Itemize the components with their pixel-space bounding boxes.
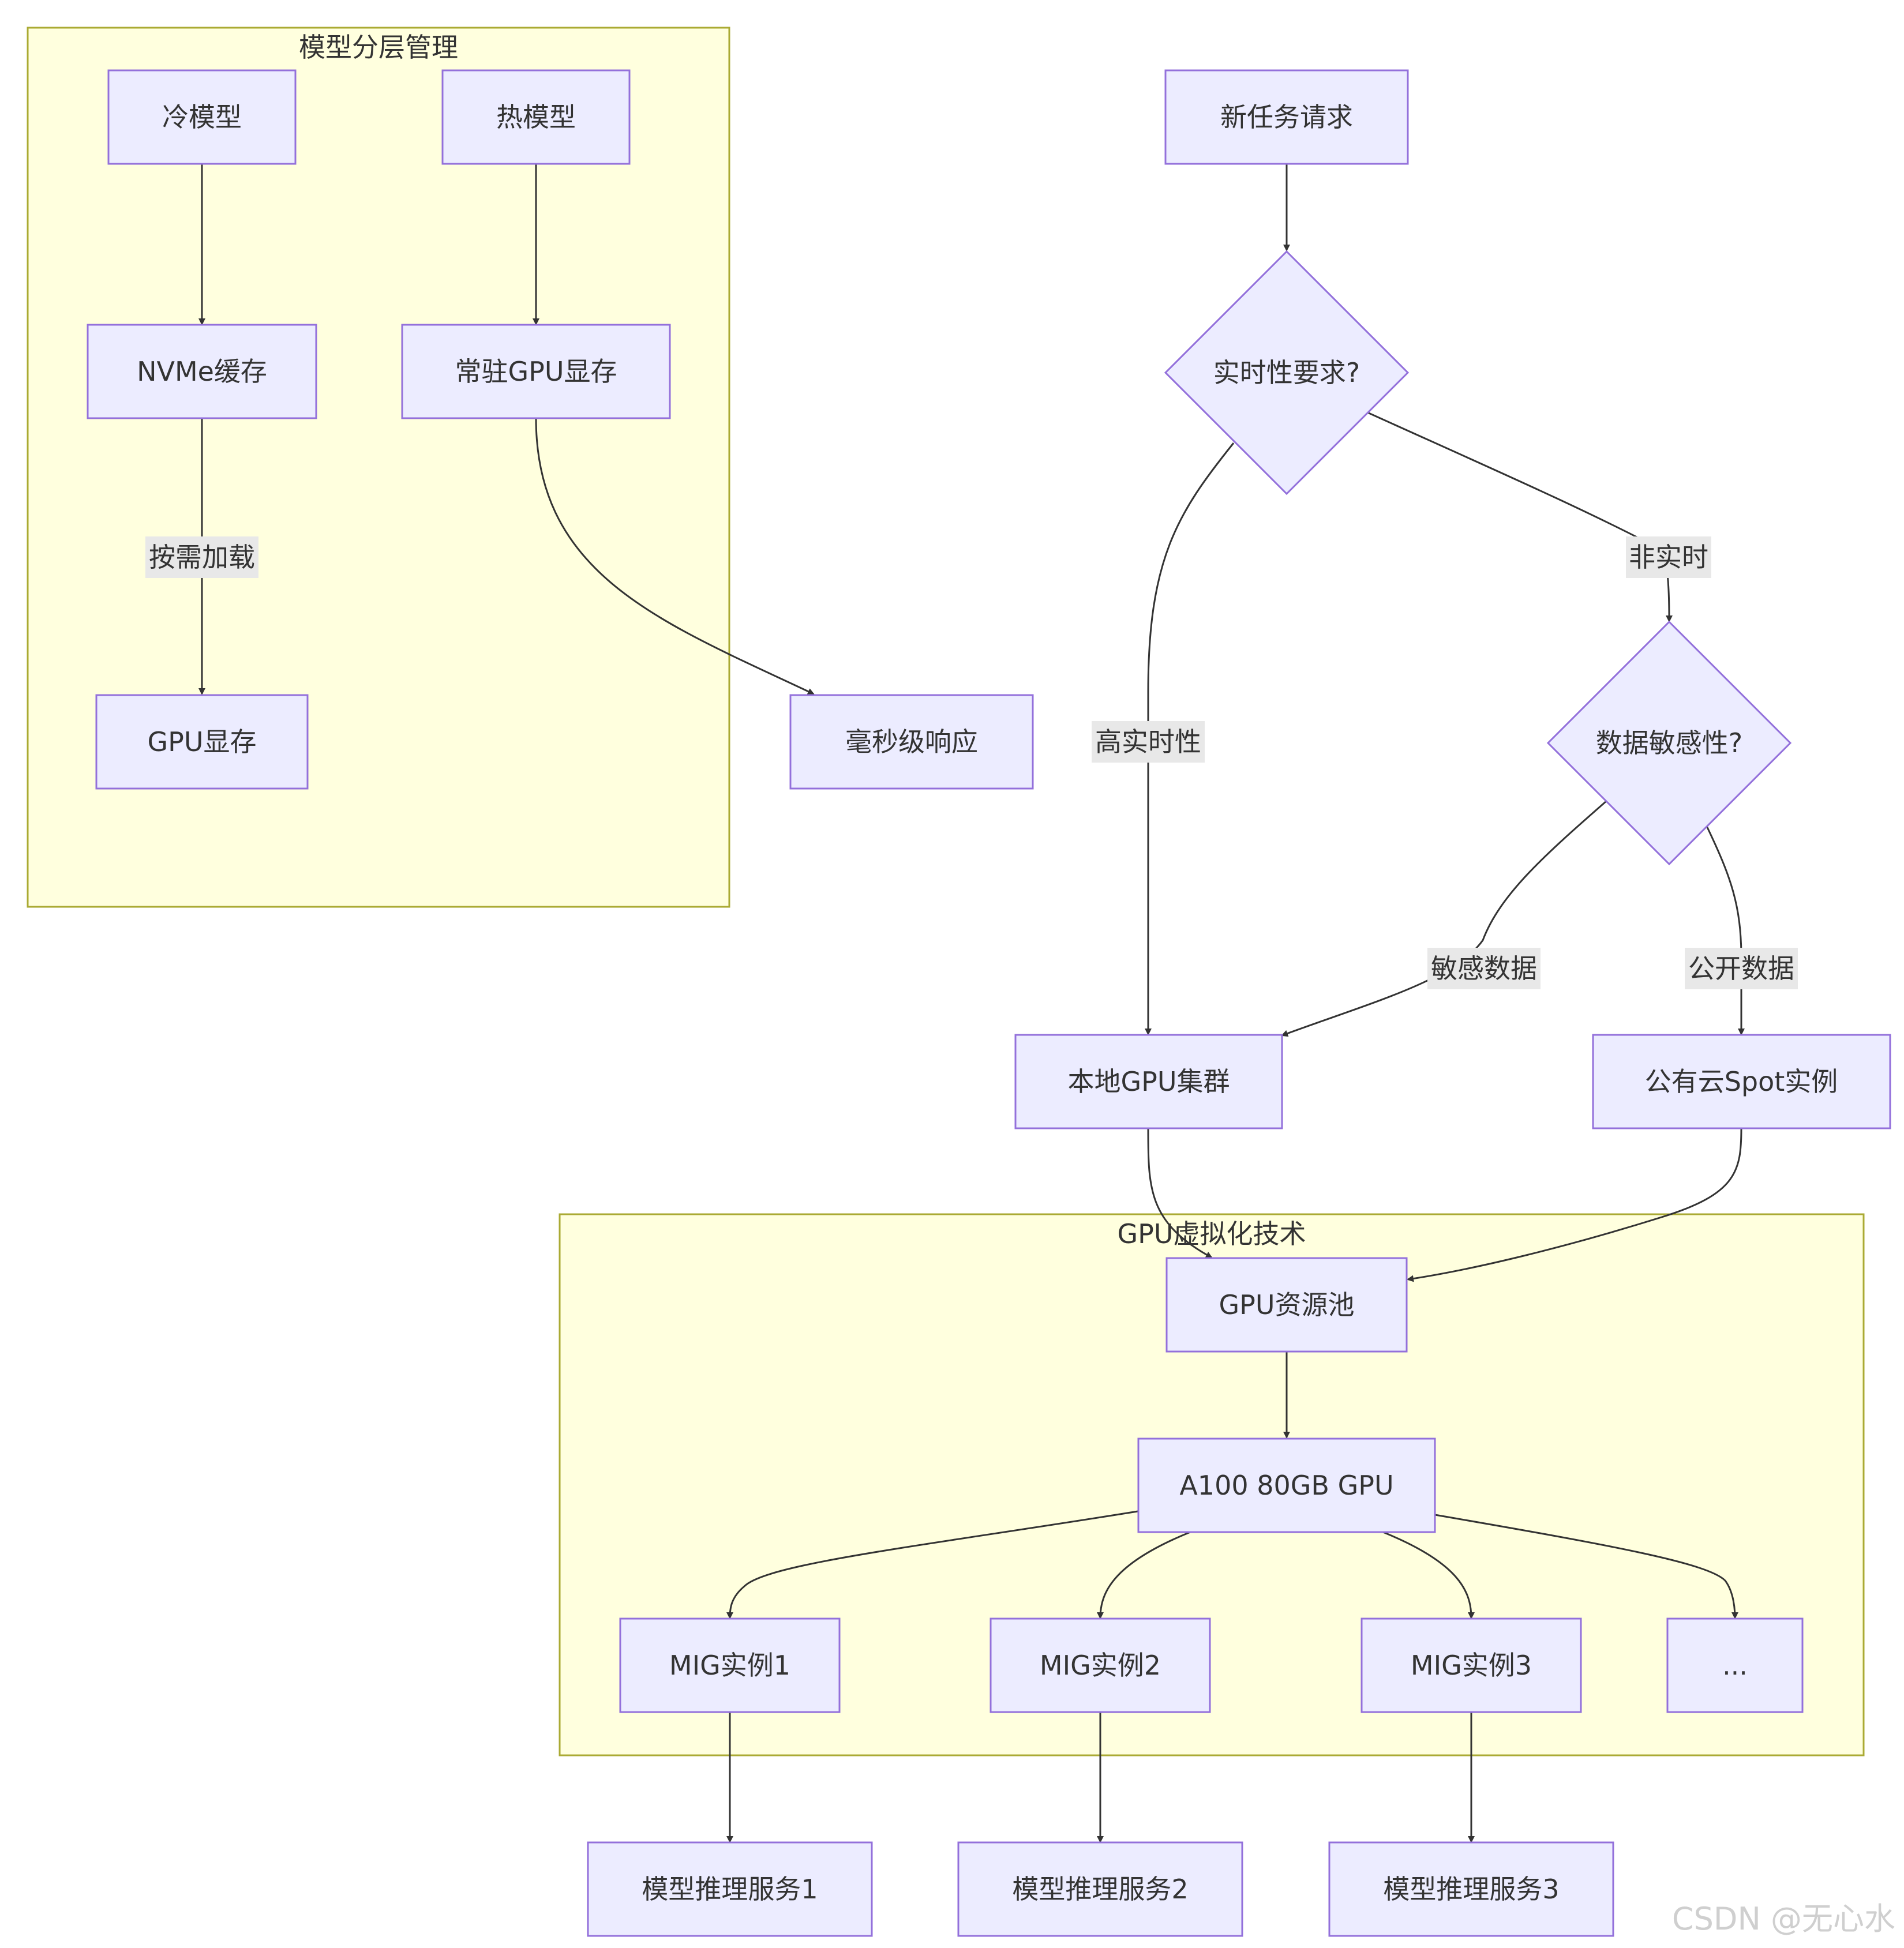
edge-label-public-data-text: 公开数据 — [1688, 953, 1794, 984]
node-mig-1: MIG实例1 — [619, 1617, 841, 1713]
edge-label-high-realtime: 高实时性 — [1092, 721, 1205, 763]
cluster-gpu-virtualization-title: GPU虚拟化技术 — [1117, 1218, 1306, 1249]
node-nvme-cache-text: NVMe缓存 — [137, 356, 267, 387]
node-cold-model-text: 冷模型 — [162, 102, 242, 133]
edge-realtime-to-sensitivity — [1367, 411, 1673, 622]
node-resident-gpu-mem-text: 常驻GPU显存 — [455, 356, 617, 387]
node-sensitivity-decision: 数据敏感性? — [1546, 620, 1792, 866]
node-mig-3-text: MIG实例3 — [1411, 1650, 1532, 1681]
node-gpu-pool: GPU资源池 — [1165, 1257, 1408, 1353]
edge-label-non-realtime: 非实时 — [1626, 536, 1711, 578]
edge-label-public-data: 公开数据 — [1685, 948, 1798, 989]
edge-label-on-demand-text: 按需加载 — [149, 542, 255, 573]
node-a100-text: A100 80GB GPU — [1179, 1470, 1393, 1501]
node-resident-gpu-mem: 常驻GPU显存 — [401, 324, 671, 419]
node-hot-model-text: 热模型 — [496, 102, 576, 133]
node-gpu-pool-text: GPU资源池 — [1219, 1289, 1354, 1320]
node-local-cluster-text: 本地GPU集群 — [1067, 1066, 1230, 1097]
edge-sensitivity-to-public — [1706, 825, 1745, 1035]
edge-public-to-pool — [1407, 1128, 1742, 1282]
edge-local-to-pool — [1147, 1128, 1213, 1259]
edges — [198, 164, 1745, 1843]
node-mig-more-text: ... — [1722, 1650, 1748, 1681]
cluster-model-tiers-title: 模型分层管理 — [299, 32, 458, 63]
node-ms-response-text: 毫秒级响应 — [845, 726, 978, 757]
node-public-spot-text: 公有云Spot实例 — [1645, 1066, 1838, 1097]
node-sensitivity-decision-text: 数据敏感性? — [1596, 727, 1742, 759]
node-gpu-mem: GPU显存 — [95, 694, 309, 790]
edge-label-sensitive-text: 敏感数据 — [1431, 953, 1537, 984]
edge-label-on-demand: 按需加载 — [145, 536, 258, 578]
node-service-1: 模型推理服务1 — [587, 1841, 873, 1937]
node-service-2: 模型推理服务2 — [957, 1841, 1243, 1937]
edge-sensitivity-to-local — [1281, 800, 1607, 1037]
node-service-2-text: 模型推理服务2 — [1012, 1874, 1188, 1905]
edge-resident-to-ms — [535, 418, 815, 695]
node-nvme-cache: NVMe缓存 — [87, 324, 317, 419]
node-mig-2: MIG实例2 — [990, 1617, 1211, 1713]
node-new-task-text: 新任务请求 — [1220, 102, 1353, 133]
node-local-cluster: 本地GPU集群 — [1014, 1034, 1283, 1129]
node-mig-2-text: MIG实例2 — [1040, 1650, 1161, 1681]
node-mig-more: ... — [1666, 1617, 1804, 1713]
edge-a100-to-mig3 — [1382, 1531, 1475, 1619]
node-ms-response: 毫秒级响应 — [789, 694, 1034, 790]
watermark: CSDN @无心水 — [1672, 1901, 1895, 1937]
edge-realtime-to-local — [1145, 442, 1235, 1035]
node-new-task: 新任务请求 — [1164, 69, 1409, 165]
edge-a100-to-more — [1434, 1514, 1738, 1619]
node-service-3-text: 模型推理服务3 — [1383, 1874, 1559, 1905]
edge-label-high-realtime-text: 高实时性 — [1095, 726, 1201, 757]
node-hot-model: 热模型 — [441, 69, 631, 165]
node-a100: A100 80GB GPU — [1137, 1437, 1436, 1533]
edge-label-sensitive: 敏感数据 — [1427, 948, 1541, 989]
node-gpu-mem-text: GPU显存 — [147, 726, 256, 757]
edge-a100-to-mig1 — [726, 1510, 1138, 1619]
node-cold-model: 冷模型 — [107, 69, 297, 165]
node-public-spot: 公有云Spot实例 — [1592, 1034, 1891, 1129]
edge-a100-to-mig2 — [1097, 1531, 1191, 1619]
edge-label-non-realtime-text: 非实时 — [1629, 542, 1708, 573]
node-service-3: 模型推理服务3 — [1328, 1841, 1614, 1937]
node-mig-3: MIG实例3 — [1360, 1617, 1582, 1713]
node-realtime-decision: 实时性要求? — [1164, 250, 1410, 496]
node-realtime-decision-text: 实时性要求? — [1213, 357, 1360, 388]
node-service-1-text: 模型推理服务1 — [642, 1874, 818, 1905]
node-mig-1-text: MIG实例1 — [669, 1650, 790, 1681]
